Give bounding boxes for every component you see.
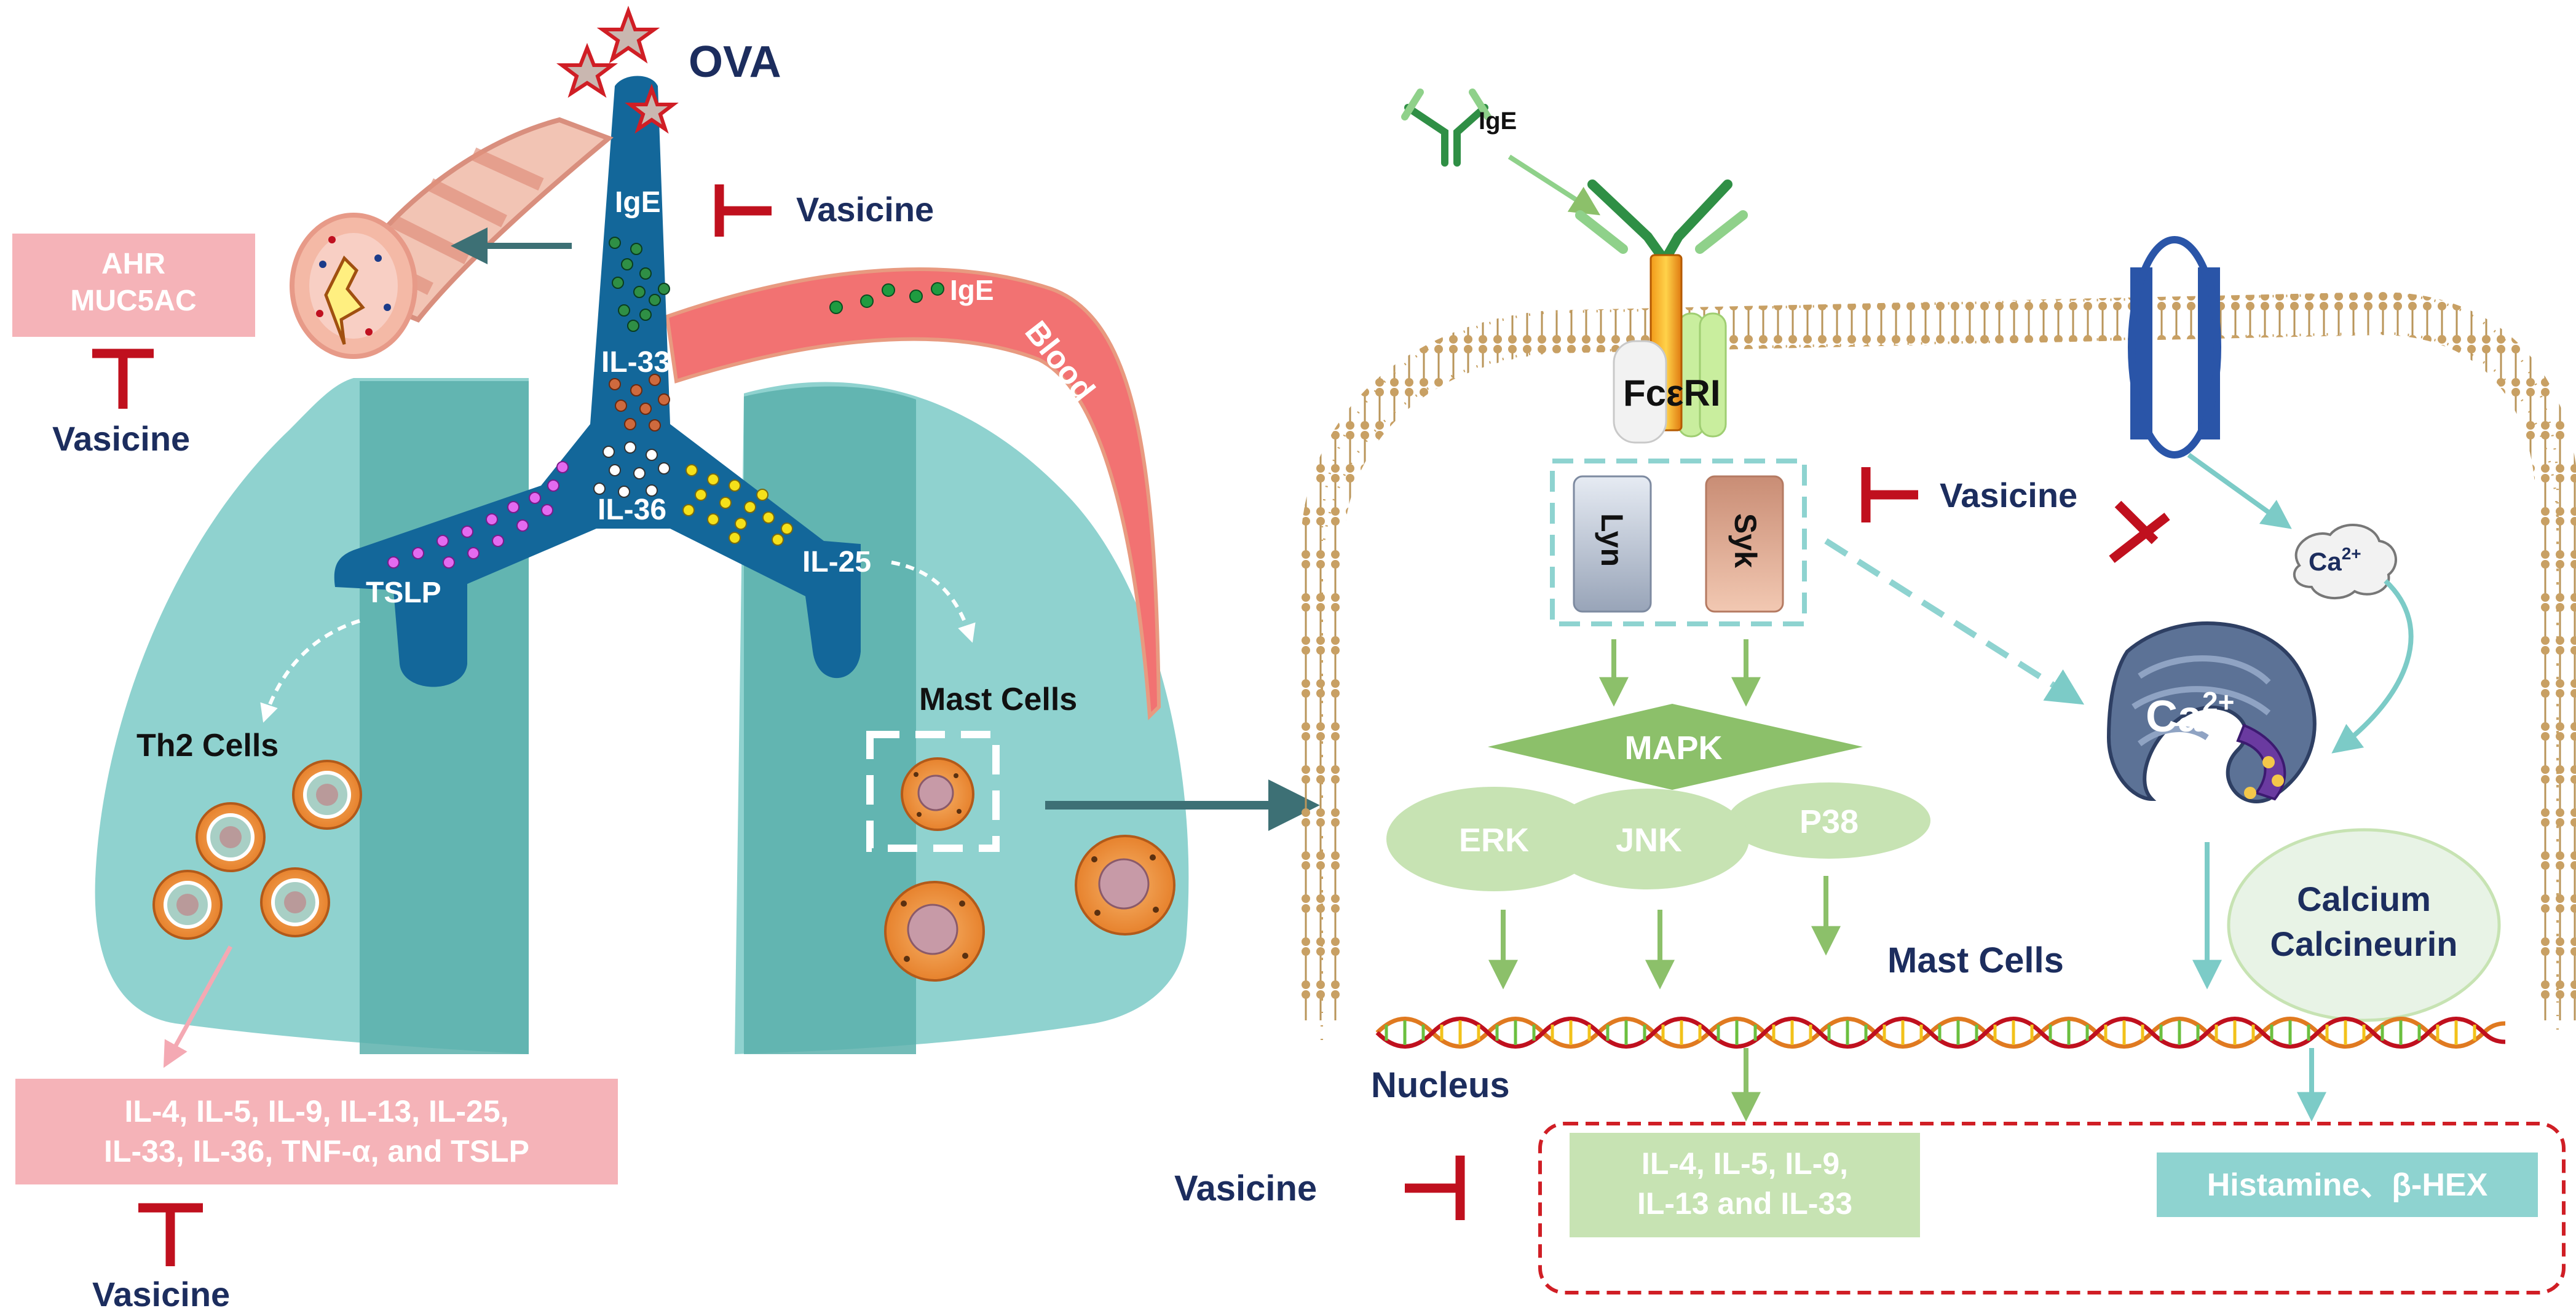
erk-node	[1386, 787, 1602, 891]
vasicine-output-label: Vasicine	[1174, 1168, 1317, 1208]
calcium-ion-cloud	[2293, 524, 2397, 600]
right-panel: IgE FcεRI Ca2+	[1174, 89, 2576, 1294]
mast-cell	[1075, 835, 1175, 936]
vasicine-kinase-inhibitor	[1861, 467, 2170, 563]
airway-remodeling-illustration	[290, 117, 614, 359]
endoplasmic-reticulum	[2106, 621, 2317, 803]
erk-label: ERK	[1459, 822, 1529, 859]
free-ige-label: IgE	[1479, 108, 1517, 135]
th2-cells-label: Th2 Cells	[136, 728, 279, 763]
syk-kinase	[1705, 475, 1784, 613]
vasicine-kinase-label: Vasicine	[1940, 476, 2077, 514]
free-ige-antibody	[1401, 89, 1491, 167]
left-lung-inner-lobe	[360, 381, 529, 1054]
tslp-dots	[387, 461, 569, 569]
channel-to-ca-arrow	[2187, 452, 2292, 529]
airway-ige-label: IgE	[615, 186, 661, 219]
dna-strand	[1375, 1017, 2506, 1049]
p38-label: P38	[1800, 803, 1859, 840]
th2-cell	[260, 867, 330, 937]
mast-cell	[901, 757, 974, 831]
th2-cell	[292, 760, 362, 830]
cell-membrane	[1300, 291, 2576, 1020]
muc5ac-label: MUC5AC	[70, 285, 196, 317]
blood-ige-label: IgE	[950, 274, 994, 306]
cytokines-box	[15, 1079, 618, 1184]
airway-il33-label: IL-33	[601, 346, 670, 379]
jnk-node	[1546, 789, 1749, 889]
airway-il36-label: IL-36	[598, 494, 666, 526]
vasicine-output-inhibitor	[1405, 1156, 1465, 1220]
nucleus-label: Nucleus	[1371, 1065, 1510, 1105]
ahr-muc5ac-box	[12, 234, 255, 337]
syk-to-er-dashed-arrow	[1824, 538, 2085, 705]
ige-dots	[609, 237, 670, 332]
calcineurin-line1: Calcium	[2297, 880, 2431, 918]
mapk-diamond	[1488, 704, 1863, 790]
fceri-label: FcεRI	[1623, 372, 1721, 414]
lyn-kinase	[1573, 475, 1652, 613]
il36-dots	[593, 441, 670, 498]
mediator-release-box	[1538, 1122, 2566, 1294]
mast-cells-lung-label: Mast Cells	[919, 682, 1077, 717]
lyn-label: Lyn	[1595, 513, 1629, 567]
mast-cells-lung	[884, 757, 1175, 982]
p38-node	[1728, 782, 1930, 859]
blood-ige-dots	[829, 282, 944, 314]
left-panel: IgE Blood	[12, 6, 1320, 1314]
tslp-to-th2-arrow	[260, 619, 360, 723]
calcium-ion-label: Ca2+	[2309, 544, 2361, 576]
blood-vessel	[665, 267, 1161, 720]
th2-cells	[152, 760, 362, 940]
vasicine-ahr-label: Vasicine	[52, 419, 190, 458]
bound-ige	[1575, 179, 1748, 263]
output-cytokines-line1: IL-4, IL-5, IL-9,	[1642, 1146, 1848, 1181]
mast-cells-label: Mast Cells	[1887, 940, 2064, 980]
airway-tslp-label: TSLP	[366, 577, 441, 609]
vasicine-cytokines-inhibitor	[138, 1203, 203, 1266]
syk-label: Syk	[1728, 513, 1763, 568]
fceri-receptor	[1575, 179, 1748, 444]
mapk-label: MAPK	[1625, 730, 1723, 766]
calcineurin-line2: Calcineurin	[2270, 924, 2458, 963]
th2-cell	[152, 870, 223, 940]
calcineurin-node	[2227, 828, 2501, 1022]
cytokines-line1: IL-4, IL-5, IL-9, IL-13, IL-25,	[124, 1094, 508, 1129]
ova-label: OVA	[689, 37, 781, 87]
output-mediators-label: Histamine、β-HEX	[2207, 1167, 2488, 1203]
il25-dots	[682, 464, 793, 546]
ahr-label: AHR	[101, 248, 165, 280]
ige-binding-arrow	[1507, 154, 1601, 216]
output-cytokines-box	[1570, 1133, 1920, 1237]
il25-to-mast-arrow	[891, 561, 976, 643]
star-icon	[556, 42, 618, 98]
vasicine-ahr-inhibitor	[92, 349, 154, 409]
th2-cell	[196, 802, 266, 872]
star-icon	[625, 84, 679, 134]
output-mediators-box	[2157, 1152, 2538, 1217]
mast-cell-focus-box	[866, 731, 1000, 852]
vasicine-top-label: Vasicine	[796, 190, 934, 229]
calcium-channel	[2128, 236, 2221, 459]
vasicine-ige-inhibitor	[714, 184, 772, 237]
er-calcium-label: Ca2+	[2146, 686, 2235, 741]
airway-il25-label: IL-25	[802, 546, 871, 578]
jnk-label: JNK	[1616, 822, 1682, 859]
vasicine-bottom-label: Vasicine	[92, 1275, 230, 1314]
mast-cell	[884, 881, 985, 982]
il33-dots	[609, 374, 670, 431]
cytokines-line2: IL-33, IL-36, TNF-α, and TSLP	[104, 1134, 529, 1168]
th2-to-cytokines-arrow	[163, 945, 233, 1068]
ca-to-er-arrow	[2331, 579, 2414, 754]
ova-allergen-stars	[556, 6, 679, 134]
kinase-complex-box	[1550, 459, 1807, 626]
star-icon	[596, 6, 660, 64]
output-cytokines-line2: IL-13 and IL-33	[1637, 1186, 1852, 1221]
